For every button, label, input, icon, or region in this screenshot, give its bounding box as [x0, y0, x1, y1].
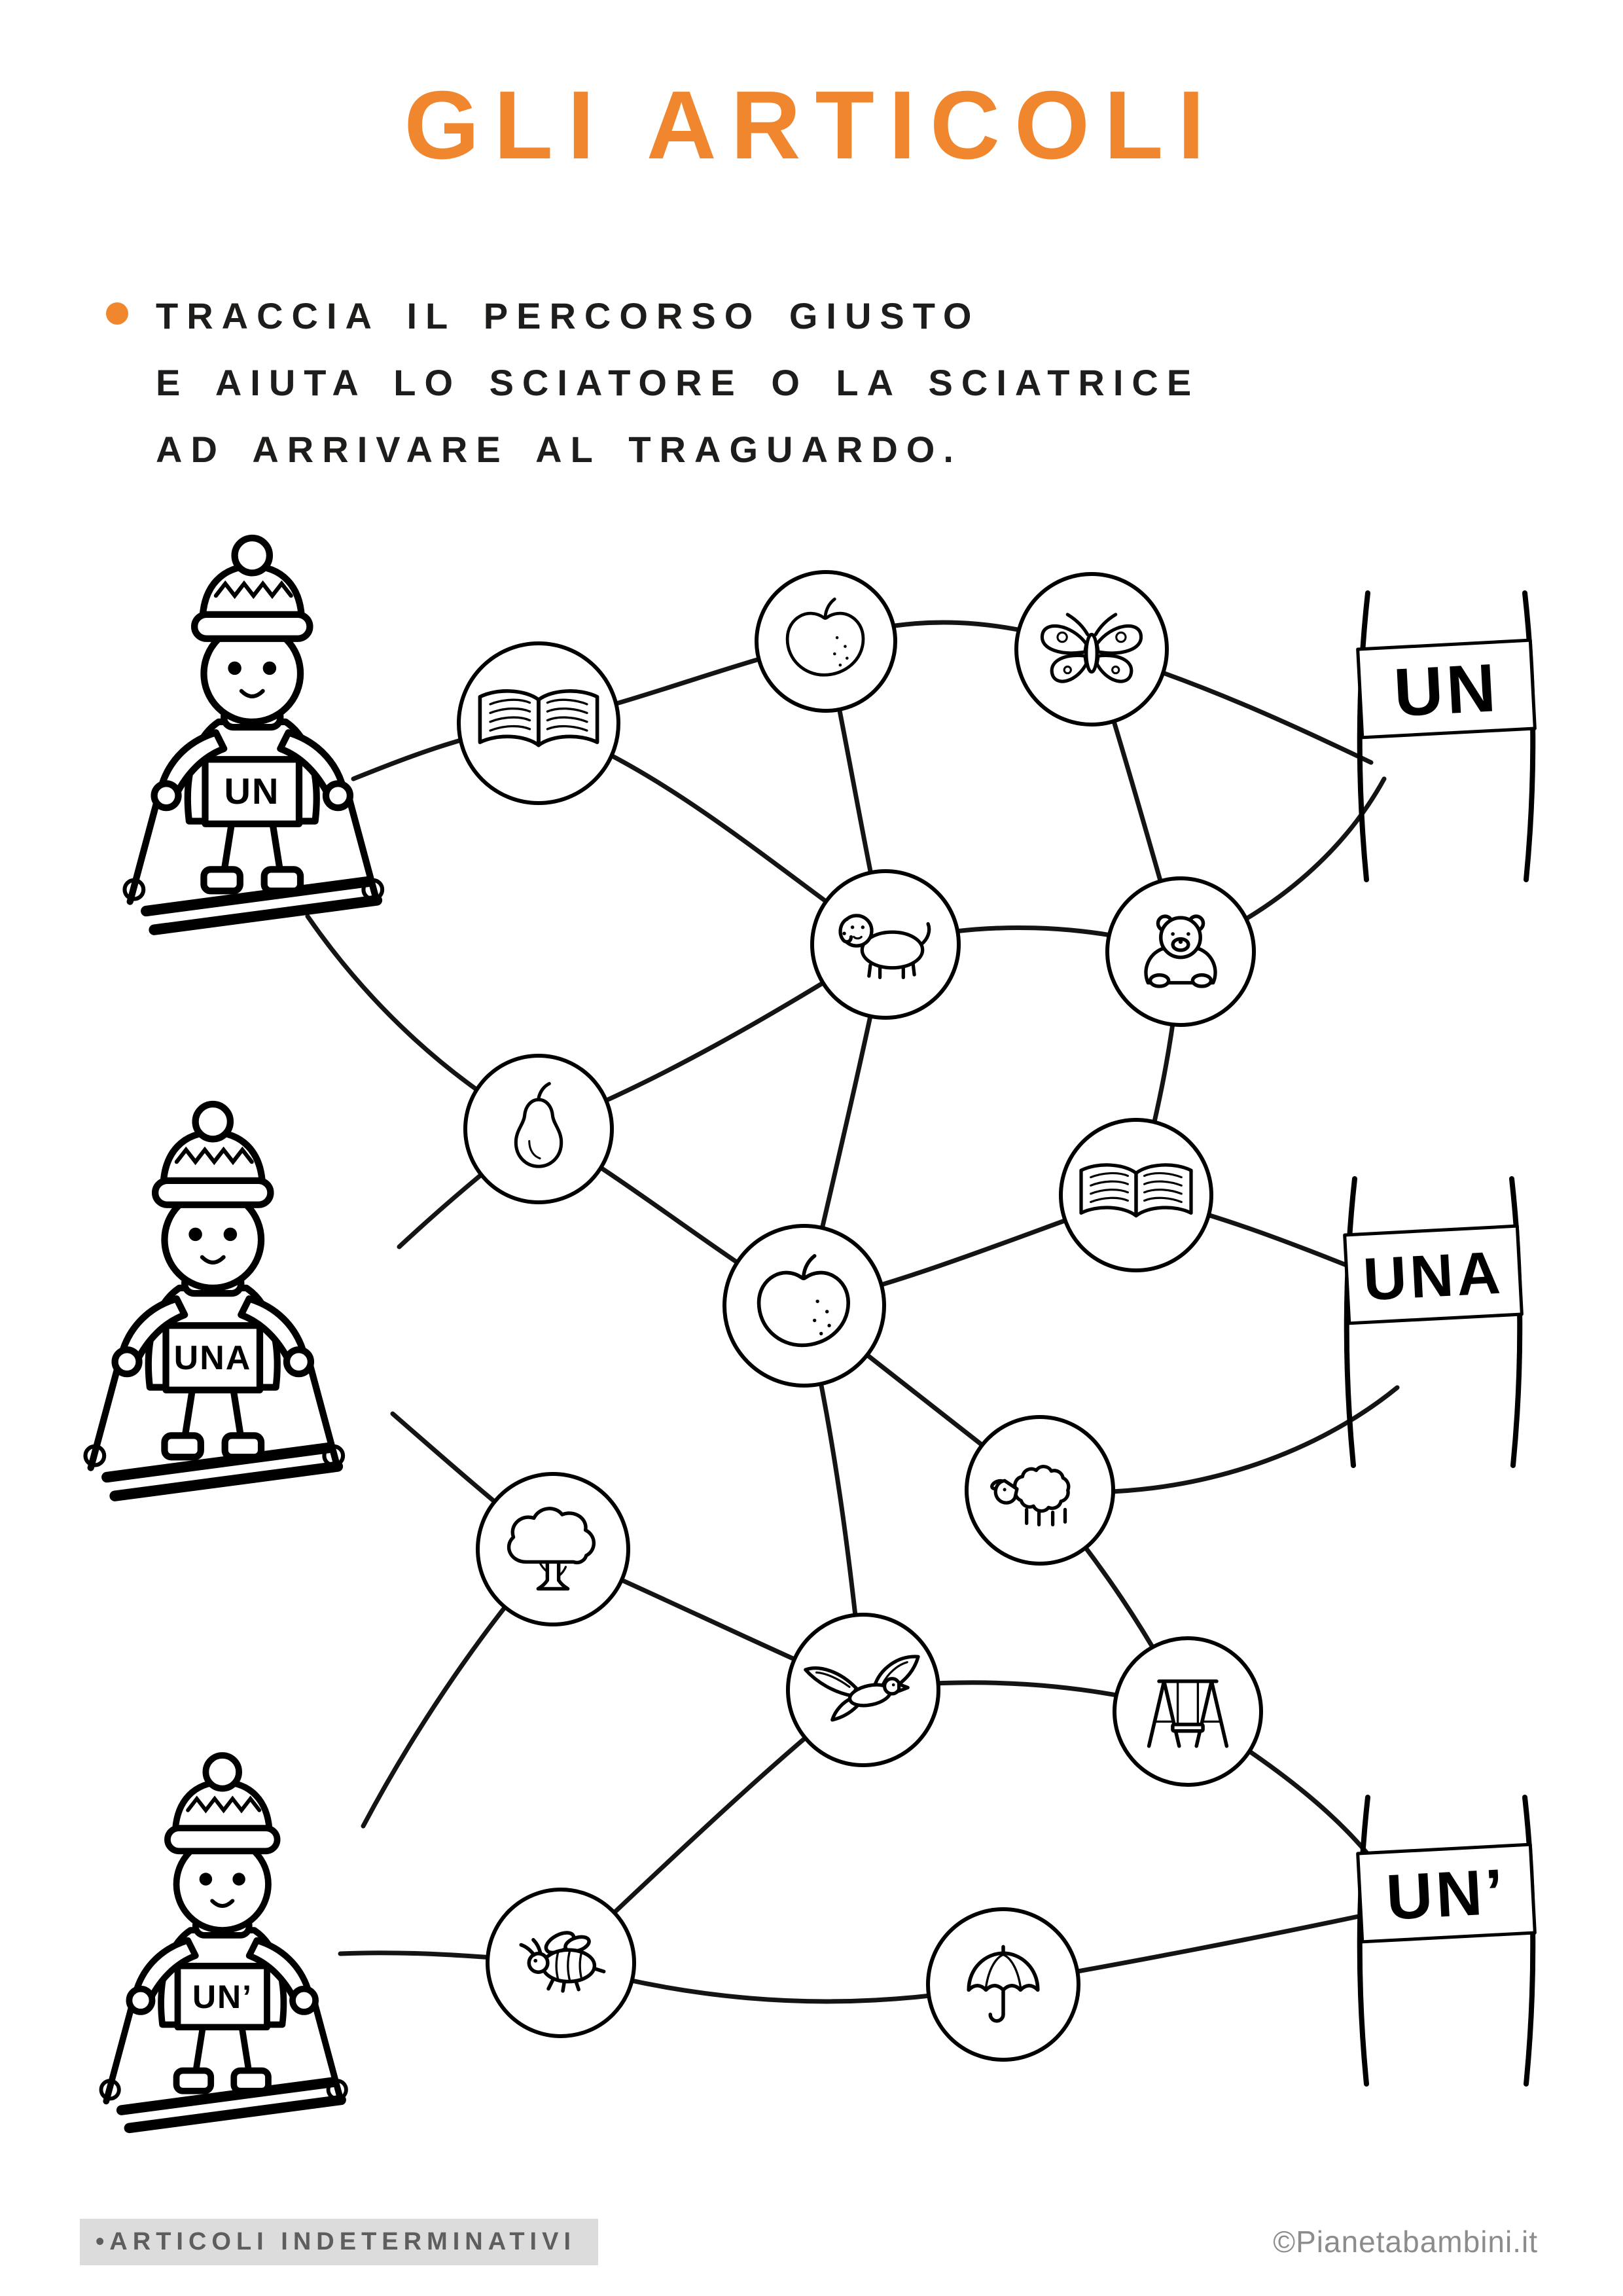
node-apple-1 [755, 570, 897, 713]
node-book-2 [1059, 1118, 1213, 1272]
node-dog [810, 869, 961, 1020]
banner-label: UNA [1361, 1239, 1505, 1313]
node-pear [463, 1054, 614, 1204]
instruction-line-2: E AIUTA LO SCIATORE O LA SCIATRICE [156, 361, 1200, 403]
footer-category-label: •ARTICOLI INDETERMINATIVI [80, 2219, 599, 2265]
skier-middle: UNA [86, 1104, 344, 1496]
node-book-1 [457, 641, 620, 805]
instruction-line-3: AD ARRIVARE AL TRAGUARDO. [156, 428, 962, 470]
maze-nodes [457, 570, 1263, 2062]
skier-sign-label: UN’ [192, 1979, 253, 2015]
page-title: GLI ARTICOLI [404, 71, 1219, 179]
orange-bullet-icon [106, 302, 128, 325]
node-umbrella [926, 1907, 1080, 2062]
node-apple-2 [722, 1224, 886, 1388]
node-eagle [786, 1613, 940, 1767]
finish-banner-una: UNA [1343, 1176, 1524, 1468]
skier-bottom: UN’ [101, 1755, 346, 2128]
finish-banner-un-apostrophe: UN’ [1356, 1795, 1537, 2087]
node-bee [486, 1888, 636, 2038]
node-tree [476, 1472, 630, 1626]
skier-sign-label: UNA [174, 1339, 252, 1377]
skier-top: UN [125, 538, 383, 930]
node-bear [1105, 876, 1256, 1027]
instructions: TRACCIA IL PERCORSO GIUSTO E AIUTA LO SC… [156, 283, 1399, 483]
footer-copyright: ©Pianetabambini.it [1273, 2225, 1538, 2259]
skier-sign-label: UN [224, 770, 280, 812]
node-sheep [965, 1415, 1115, 1566]
finish-banner-un: UN [1356, 590, 1537, 882]
banner-label: UN [1392, 650, 1501, 731]
node-butterfly [1014, 572, 1169, 726]
node-swing [1113, 1636, 1263, 1787]
banner-label: UN’ [1384, 1855, 1508, 1933]
instruction-line-1: TRACCIA IL PERCORSO GIUSTO [156, 295, 980, 336]
